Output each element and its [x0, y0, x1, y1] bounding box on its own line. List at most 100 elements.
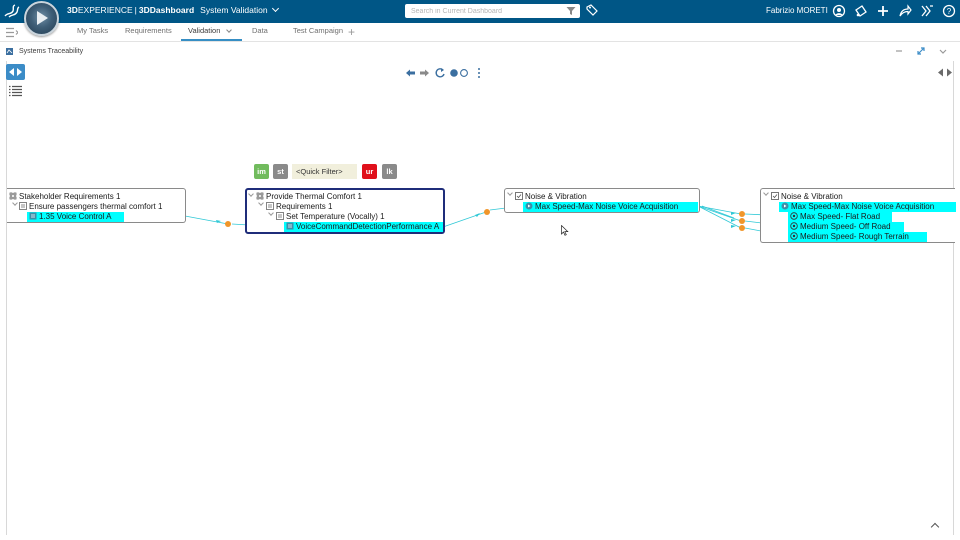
node-leaf-label: 1.35 Voice Control A	[39, 212, 112, 221]
compass-icon[interactable]	[24, 1, 59, 36]
share-icon[interactable]	[898, 4, 912, 18]
brand-separator: |	[134, 5, 137, 15]
node-title-row[interactable]: Provide Thermal Comfort 1	[256, 192, 362, 202]
thermal-comfort-node[interactable]: Provide Thermal Comfort 1 Requirements 1…	[245, 188, 445, 234]
filter-st-label: st	[277, 167, 284, 176]
node-child-row[interactable]: Requirements 1	[266, 202, 332, 212]
filter-st-button[interactable]: st	[273, 164, 288, 179]
graph-toolbar	[406, 68, 480, 78]
stakeholder-node[interactable]: Stakeholder Requirements 1 Ensure passen…	[7, 188, 186, 223]
tab-requirements[interactable]: Requirements	[125, 26, 172, 35]
notification-icon[interactable]	[854, 4, 868, 18]
node-leaf-label: Max Speed-Max Noise Voice Acquisition	[791, 202, 935, 211]
requirement-item-icon	[29, 212, 37, 220]
node-title: Noise & Vibration	[525, 192, 587, 201]
node-child-label: Ensure passengers thermal comfort 1	[29, 202, 163, 211]
brand-main: EXPERIENCE	[77, 5, 133, 15]
add-icon[interactable]	[876, 4, 890, 18]
node-leaf-row[interactable]: 1.35 Voice Control A	[27, 212, 124, 222]
mouse-cursor-icon	[561, 225, 569, 236]
node-title: Noise & Vibration	[781, 192, 843, 201]
back-arrow-icon[interactable]	[406, 69, 415, 77]
widget-menu-chevron-icon[interactable]	[938, 46, 948, 56]
node-grandchild-row[interactable]: Set Temperature (Vocally) 1	[276, 212, 385, 222]
node-title-row[interactable]: Noise & Vibration	[515, 192, 587, 202]
requirement-spec-icon	[266, 202, 274, 210]
more-options-icon[interactable]	[478, 68, 480, 78]
search-input[interactable]	[405, 4, 555, 19]
expand-toggle-icon[interactable]	[507, 190, 513, 196]
filter-ur-button[interactable]: ur	[362, 164, 377, 179]
panel-toggle-icon[interactable]	[937, 68, 953, 77]
noise-vibration-node[interactable]: Noise & Vibration Max Speed-Max Noise Vo…	[504, 188, 700, 213]
refresh-icon[interactable]	[435, 68, 445, 78]
widget-title: Systems Traceability	[19, 48, 84, 55]
node-child-row[interactable]: Ensure passengers thermal comfort 1	[19, 202, 162, 212]
filter-lk-button[interactable]: lk	[382, 164, 397, 179]
node-title-row[interactable]: Stakeholder Requirements 1	[9, 192, 120, 202]
expand-arrows-icon	[9, 68, 22, 76]
add-tab-icon[interactable]: +	[348, 25, 356, 39]
side-menu-icon[interactable]	[6, 27, 18, 38]
maximize-icon[interactable]	[916, 46, 926, 56]
search-box[interactable]	[405, 4, 580, 19]
layout-toggle-icon[interactable]	[450, 69, 468, 77]
test-case-label: Medium Speed- Off Road	[800, 222, 891, 231]
tab-bar: My Tasks Requirements Validation Data Te…	[0, 23, 960, 42]
test-case-icon	[515, 192, 523, 200]
filter-ur-label: ur	[365, 167, 374, 176]
minimize-icon[interactable]	[894, 46, 904, 56]
dassault-logo-icon[interactable]	[3, 2, 21, 20]
node-title: Stakeholder Requirements 1	[19, 192, 121, 201]
scenario-icon	[790, 222, 798, 230]
node-leaf-label: Max Speed-Max Noise Voice Acquisition	[535, 202, 679, 211]
test-item-icon	[286, 222, 294, 230]
test-case-row[interactable]: Medium Speed- Rough Terrain	[788, 232, 927, 242]
filter-icon[interactable]	[566, 6, 576, 16]
node-leaf-label: VoiceCommandDetectionPerformance A	[296, 222, 440, 231]
active-tab-indicator	[181, 39, 242, 41]
noise-vibration-detail-node[interactable]: Noise & Vibration Max Speed-Max Noise Vo…	[760, 188, 956, 243]
expand-toggle-icon[interactable]	[763, 190, 769, 196]
filter-im-button[interactable]: im	[254, 164, 269, 179]
tab-validation[interactable]: Validation	[188, 26, 221, 35]
list-view-icon[interactable]	[8, 85, 23, 98]
node-title: Provide Thermal Comfort 1	[266, 192, 362, 201]
tab-validation-chevron-icon[interactable]	[226, 27, 232, 33]
tab-test-campaign[interactable]: Test Campaign	[293, 26, 344, 35]
node-leaf-row[interactable]: VoiceCommandDetectionPerformance A	[284, 222, 443, 232]
apps-icon[interactable]	[920, 4, 934, 18]
tab-my-tasks[interactable]: My Tasks	[77, 26, 109, 35]
forward-arrow-icon[interactable]	[420, 69, 429, 77]
widget-canvas	[6, 61, 954, 535]
node-title-row[interactable]: Noise & Vibration	[771, 192, 843, 202]
filter-im-label: im	[257, 167, 266, 176]
tab-data[interactable]: Data	[252, 26, 268, 35]
help-icon[interactable]: ?	[942, 4, 956, 18]
profile-icon[interactable]	[832, 4, 846, 18]
test-case-row[interactable]: Max Speed- Flat Road	[788, 212, 892, 222]
expand-collapse-button[interactable]	[6, 64, 25, 80]
user-name[interactable]: Fabrizio MORETI	[766, 6, 828, 15]
widget-app-icon	[6, 48, 13, 55]
test-execution-icon	[781, 202, 789, 210]
test-case-row[interactable]: Medium Speed- Off Road	[788, 222, 904, 232]
node-child-label: Requirements 1	[276, 202, 333, 211]
requirement-icon	[276, 212, 284, 220]
node-leaf-row[interactable]: Max Speed-Max Noise Voice Acquisition	[523, 202, 698, 212]
requirement-icon	[19, 202, 27, 210]
scenario-icon	[790, 212, 798, 220]
quick-filter-input[interactable]: <Quick Filter>	[292, 164, 357, 179]
scenario-icon	[790, 232, 798, 240]
expand-toggle-icon[interactable]	[248, 191, 254, 197]
tag-icon[interactable]	[586, 4, 598, 18]
node-leaf-row[interactable]: Max Speed-Max Noise Voice Acquisition	[779, 202, 956, 212]
dashboard-chevron-icon[interactable]	[271, 4, 279, 13]
app-name: 3DDashboard	[138, 5, 195, 15]
brand-prefix: 3D	[67, 5, 78, 15]
function-icon	[256, 192, 264, 200]
test-execution-icon	[525, 202, 533, 210]
filter-lk-label: lk	[386, 167, 393, 176]
